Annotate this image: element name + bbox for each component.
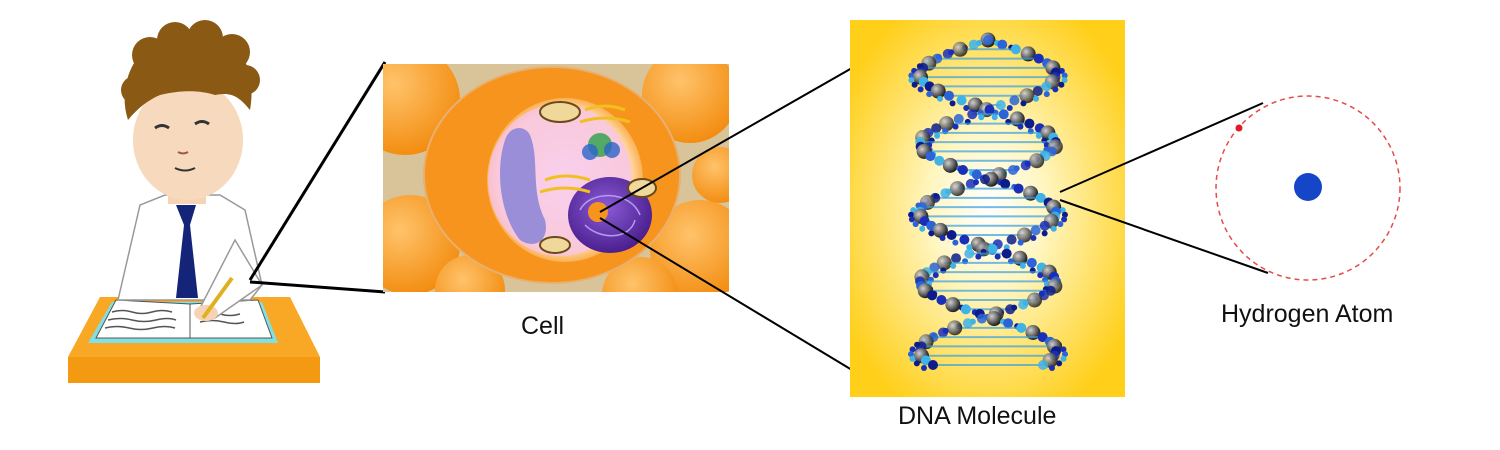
zoom-line-top [248, 61, 387, 281]
electron-orbit [1215, 95, 1401, 281]
cell-label: Cell [521, 312, 565, 340]
zoom-line-nucleus-top [599, 67, 853, 213]
zoom-line-nucleus-bottom [599, 217, 853, 371]
hydrogen-atom-icon [1215, 95, 1401, 281]
dna-double-helix-icon [850, 20, 1125, 397]
proton [1294, 173, 1322, 201]
electron [1235, 124, 1243, 132]
cell-icon [383, 64, 729, 292]
zoom-line-atom-top [1059, 102, 1264, 193]
dna-molecule-label: DNA Molecule [898, 402, 1057, 430]
zoom-line-atom-bottom [1059, 199, 1269, 274]
student-studying-icon [68, 20, 320, 383]
zoom-line-bottom [249, 280, 386, 294]
hydrogen-atom-label: Hydrogen Atom [1221, 300, 1394, 328]
